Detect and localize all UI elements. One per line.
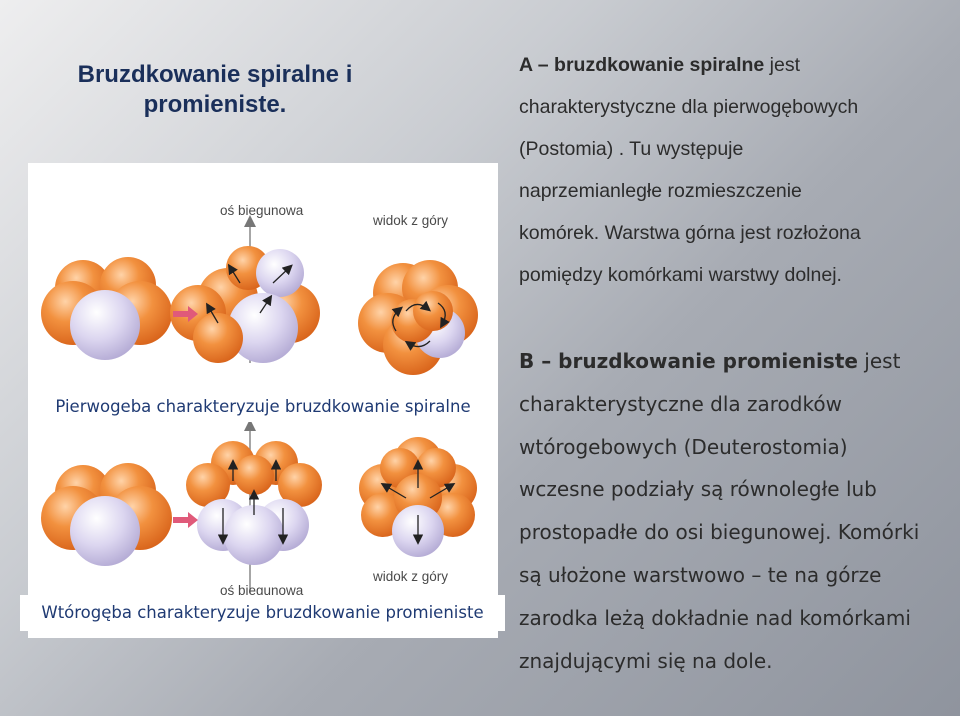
spiral-embryo-side-2 bbox=[170, 246, 320, 363]
radial-embryo-side-1 bbox=[41, 463, 172, 566]
radial-cleavage-caption: Wtórogęba charakteryzuje bruzdkowanie pr… bbox=[20, 595, 505, 631]
section-a-lead: A – bruzdkowanie spiralne bbox=[519, 54, 764, 76]
bottom-view-label: widok z góry bbox=[373, 569, 448, 584]
section-a-line: charakterystyczne dla pierwogębowych bbox=[519, 86, 949, 128]
top-view-label: widok z góry bbox=[373, 213, 448, 228]
spiral-embryo-top-view bbox=[358, 260, 478, 375]
section-b-line: prostopadłe do osi biegunowej. Komórki bbox=[519, 511, 949, 554]
section-b-line: charakterystyczne dla zarodków bbox=[519, 383, 949, 426]
slide-title: Bruzdkowanie spiralne i promieniste. bbox=[30, 60, 400, 120]
section-a-line: (Postomia) . Tu występuje bbox=[519, 128, 949, 170]
section-a-lead-tail: jest bbox=[764, 54, 800, 76]
radial-embryo-side-2 bbox=[186, 441, 322, 565]
section-b-lead: B – bruzdkowanie promieniste bbox=[519, 349, 858, 373]
section-b-line: znajdującymi się na dole. bbox=[519, 640, 949, 683]
section-b-line: są ułożone warstwowo – te na górze bbox=[519, 554, 949, 597]
section-b-lead-tail: jest bbox=[858, 349, 900, 373]
section-b-line: zarodka leżą dokładnie nad komórkami bbox=[519, 597, 949, 640]
section-b-heading-line: B – bruzdkowanie promieniste jest bbox=[519, 340, 949, 383]
spiral-cleavage-caption: Pierwogeba charakteryzuje bruzdkowanie s… bbox=[28, 392, 498, 422]
spiral-embryo-side-1 bbox=[41, 257, 172, 360]
radial-embryo-top-view bbox=[359, 437, 477, 557]
section-a-line: komórek. Warstwa górna jest rozłożona bbox=[519, 212, 949, 254]
section-spiral-cleavage: A – bruzdkowanie spiralne jest charakter… bbox=[519, 44, 949, 296]
top-pole-axis-label: oś biegunowa bbox=[220, 203, 303, 218]
section-b-line: wtórogebowych (Deuterostomia) bbox=[519, 426, 949, 469]
section-radial-cleavage: B – bruzdkowanie promieniste jest charak… bbox=[519, 340, 949, 682]
section-b-line: wczesne podziały są równoległe lub bbox=[519, 468, 949, 511]
section-a-line: naprzemianległe rozmieszczenie bbox=[519, 170, 949, 212]
section-a-heading-line: A – bruzdkowanie spiralne jest bbox=[519, 44, 949, 86]
section-a-line: pomiędzy komórkami warstwy dolnej. bbox=[519, 254, 949, 296]
